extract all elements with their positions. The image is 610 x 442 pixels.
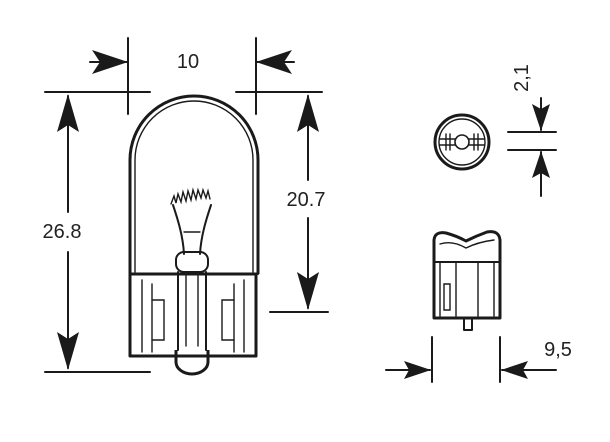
arrowhead-right: [404, 361, 431, 379]
arrowhead-up: [57, 94, 79, 132]
filament-coil: [170, 187, 211, 205]
base-left-wire: [151, 299, 165, 341]
dimension-total-height: 26.8: [43, 91, 151, 373]
filament-left-lead: [172, 204, 185, 255]
side-view-wire: [443, 283, 451, 311]
bulb-exhaust-tip: [174, 350, 210, 376]
glass-envelope-inner-line: [134, 100, 254, 273]
filament-right-lead: [199, 204, 212, 255]
arrowhead-up: [532, 151, 550, 178]
arrowhead-down: [57, 332, 79, 370]
gap-label: 2,1: [511, 64, 533, 92]
dimension-gap: 2,1: [507, 64, 557, 197]
bulb-front-view: [128, 94, 260, 376]
bulb-top-view: [433, 113, 491, 171]
arrowhead-down: [532, 104, 550, 131]
glass-height-label: 20.7: [287, 189, 326, 211]
base-side-view: [432, 230, 502, 331]
total-height-label: 26.8: [43, 221, 82, 243]
side-view-top-curve: [439, 239, 495, 249]
arrowhead-up: [297, 94, 319, 132]
arrowhead-down: [297, 272, 319, 310]
center-circle: [454, 134, 470, 150]
side-view-outline: [432, 230, 502, 320]
dimension-glass-height: 20.7: [235, 91, 329, 313]
base-width-label: 9,5: [544, 339, 572, 361]
bulb-base-outline: [128, 272, 258, 358]
dimension-base-width: 9,5: [385, 336, 572, 383]
side-view-tip: [463, 317, 473, 331]
base-right-wire: [221, 299, 235, 341]
dimension-width: 10: [89, 37, 295, 115]
stem-bead: [175, 251, 209, 273]
arrowhead-right: [92, 50, 128, 74]
arrowhead-left: [501, 361, 528, 379]
glass-envelope-outline: [128, 94, 260, 274]
top-view-outer-circle: [433, 113, 491, 171]
top-view-inner-circle: [438, 118, 486, 166]
arrowhead-left: [256, 50, 292, 74]
width-label: 10: [177, 51, 199, 73]
